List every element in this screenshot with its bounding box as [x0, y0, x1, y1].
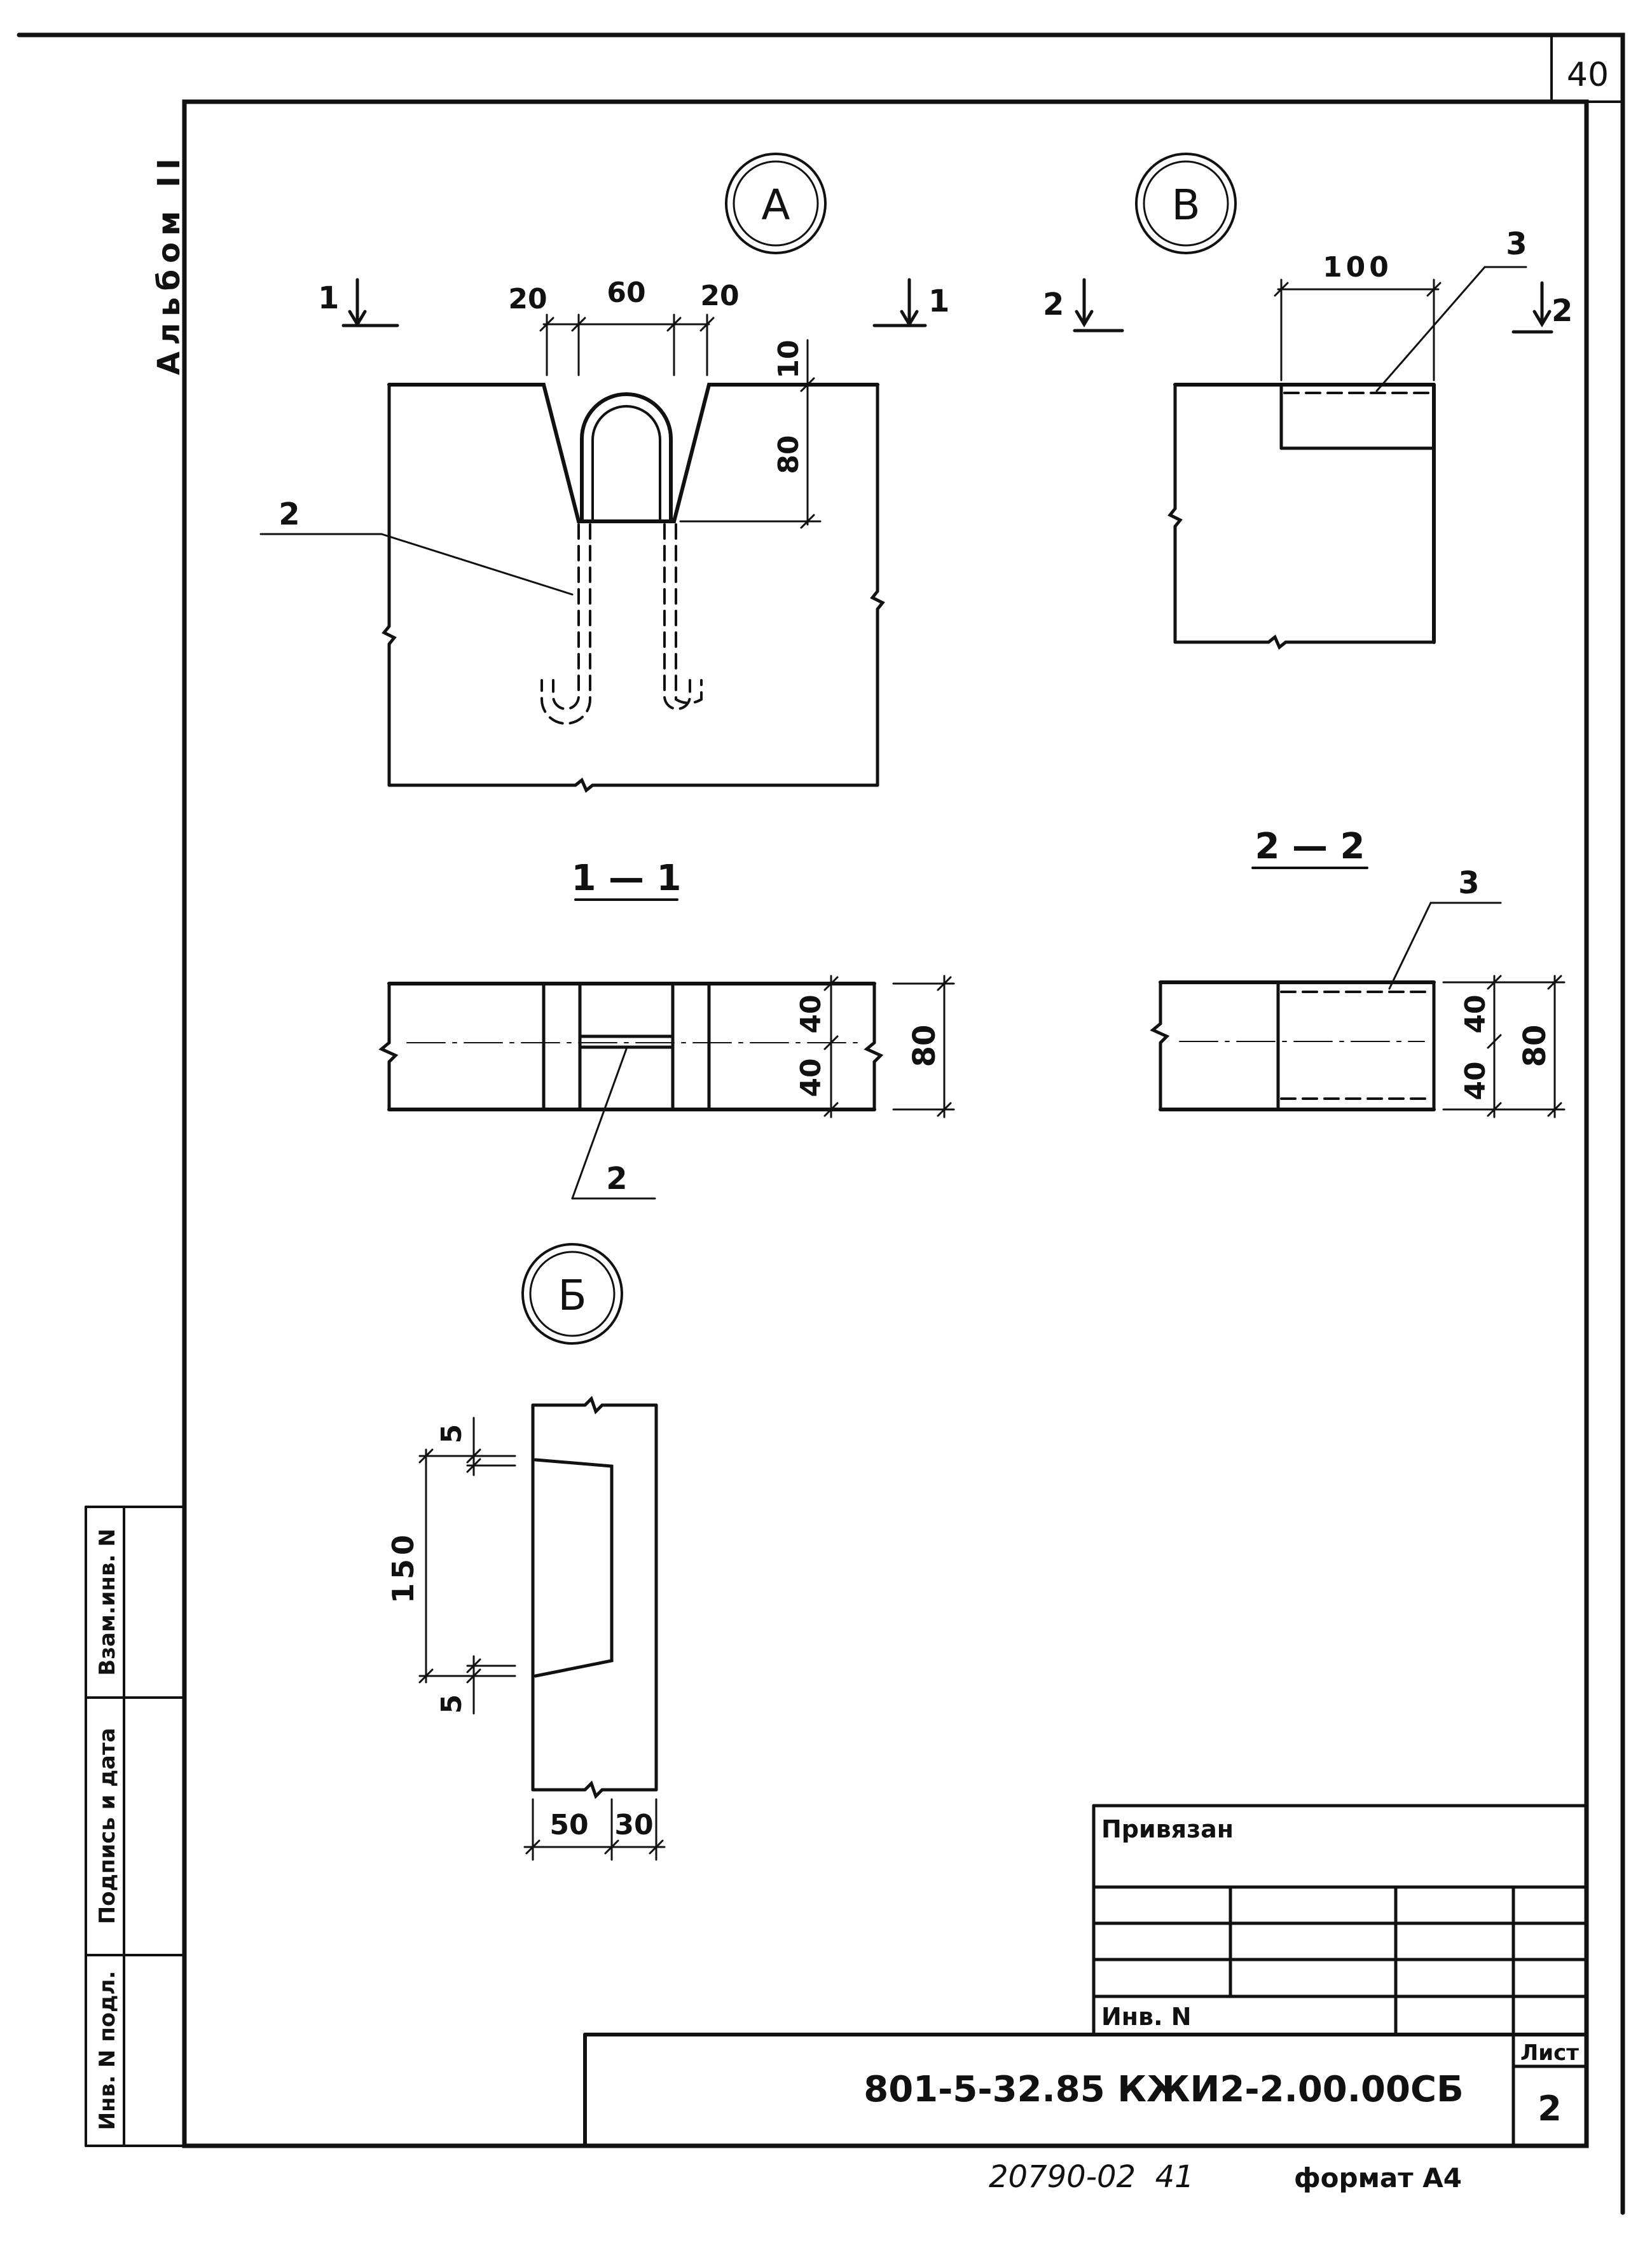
stamp-sheet-label: Лист	[1520, 2040, 1579, 2066]
node-a-dim-top: 10	[773, 340, 805, 378]
stamp-sheet-value: 2	[1538, 2089, 1562, 2129]
node-b-marker: Б	[558, 1271, 586, 1320]
album-label: Альбом II	[151, 152, 187, 375]
section-2-leader-label: 3	[1458, 865, 1479, 901]
section-1-leader-label: 2	[606, 1161, 627, 1197]
node-b-dim-width-a: 50	[549, 1809, 588, 1841]
node-b-dim-width-b: 30	[614, 1809, 653, 1841]
side-stamp-sign-date: Подпись и дата	[95, 1728, 120, 1925]
node-a-dim-left: 20	[508, 283, 547, 315]
section-1-dim-total: 80	[907, 1025, 942, 1068]
side-stamp-original: Инв. N подл.	[95, 1971, 120, 2131]
node-v-cut-left: 2	[1043, 287, 1064, 322]
title-block-frame	[583, 1804, 1588, 2148]
node-b-dim-bottom-gap: 5	[436, 1694, 468, 1714]
footer-format: формат А4	[1294, 2162, 1462, 2194]
side-stamp-replace: Взам.инв. N	[95, 1528, 120, 1675]
section-1-dim-lower: 40	[795, 1058, 827, 1097]
section-1-dim-upper: 40	[795, 994, 827, 1033]
node-v-cut-right: 2	[1552, 293, 1573, 329]
stamp-code: 801-5-32.85 КЖИ2-2.00.00СБ	[864, 2069, 1464, 2110]
node-v-marker: В	[1171, 181, 1200, 230]
node-b-drawing	[418, 1243, 666, 1861]
node-a-cut-right: 1	[928, 284, 949, 319]
section-2-2-drawing	[1150, 867, 1566, 1118]
node-v-leader-label: 3	[1506, 226, 1527, 262]
node-a-cut-left: 1	[318, 280, 339, 316]
stamp-attached: Привязан	[1101, 1815, 1234, 1843]
node-a-dim-right: 20	[700, 280, 739, 312]
node-a-dim-depth: 80	[773, 435, 805, 474]
section-1-1-drawing	[378, 898, 955, 1200]
side-stamp-frame	[85, 1506, 186, 2147]
section-2-dim-total: 80	[1517, 1025, 1553, 1068]
sheet-border	[17, 32, 1625, 2215]
section-2-dim-lower: 40	[1459, 1061, 1492, 1100]
node-v-dim-width: 100	[1323, 251, 1393, 284]
node-a-drawing	[259, 153, 927, 793]
node-b-dim-height: 150	[386, 1531, 420, 1603]
section-2-title: 2 — 2	[1255, 826, 1365, 867]
node-v-drawing	[1073, 153, 1553, 650]
node-a-leader-label: 2	[279, 497, 299, 532]
node-a-marker: А	[761, 181, 790, 230]
footer-handwritten: 20790-02 41	[989, 2159, 1194, 2195]
node-b-dim-top-gap: 5	[436, 1424, 468, 1444]
section-2-dim-upper: 40	[1459, 994, 1492, 1033]
sheet-number: 40	[1567, 56, 1609, 94]
section-1-title: 1 — 1	[572, 858, 682, 899]
node-a-dim-middle: 60	[607, 277, 645, 309]
stamp-inv: Инв. N	[1101, 2003, 1192, 2031]
